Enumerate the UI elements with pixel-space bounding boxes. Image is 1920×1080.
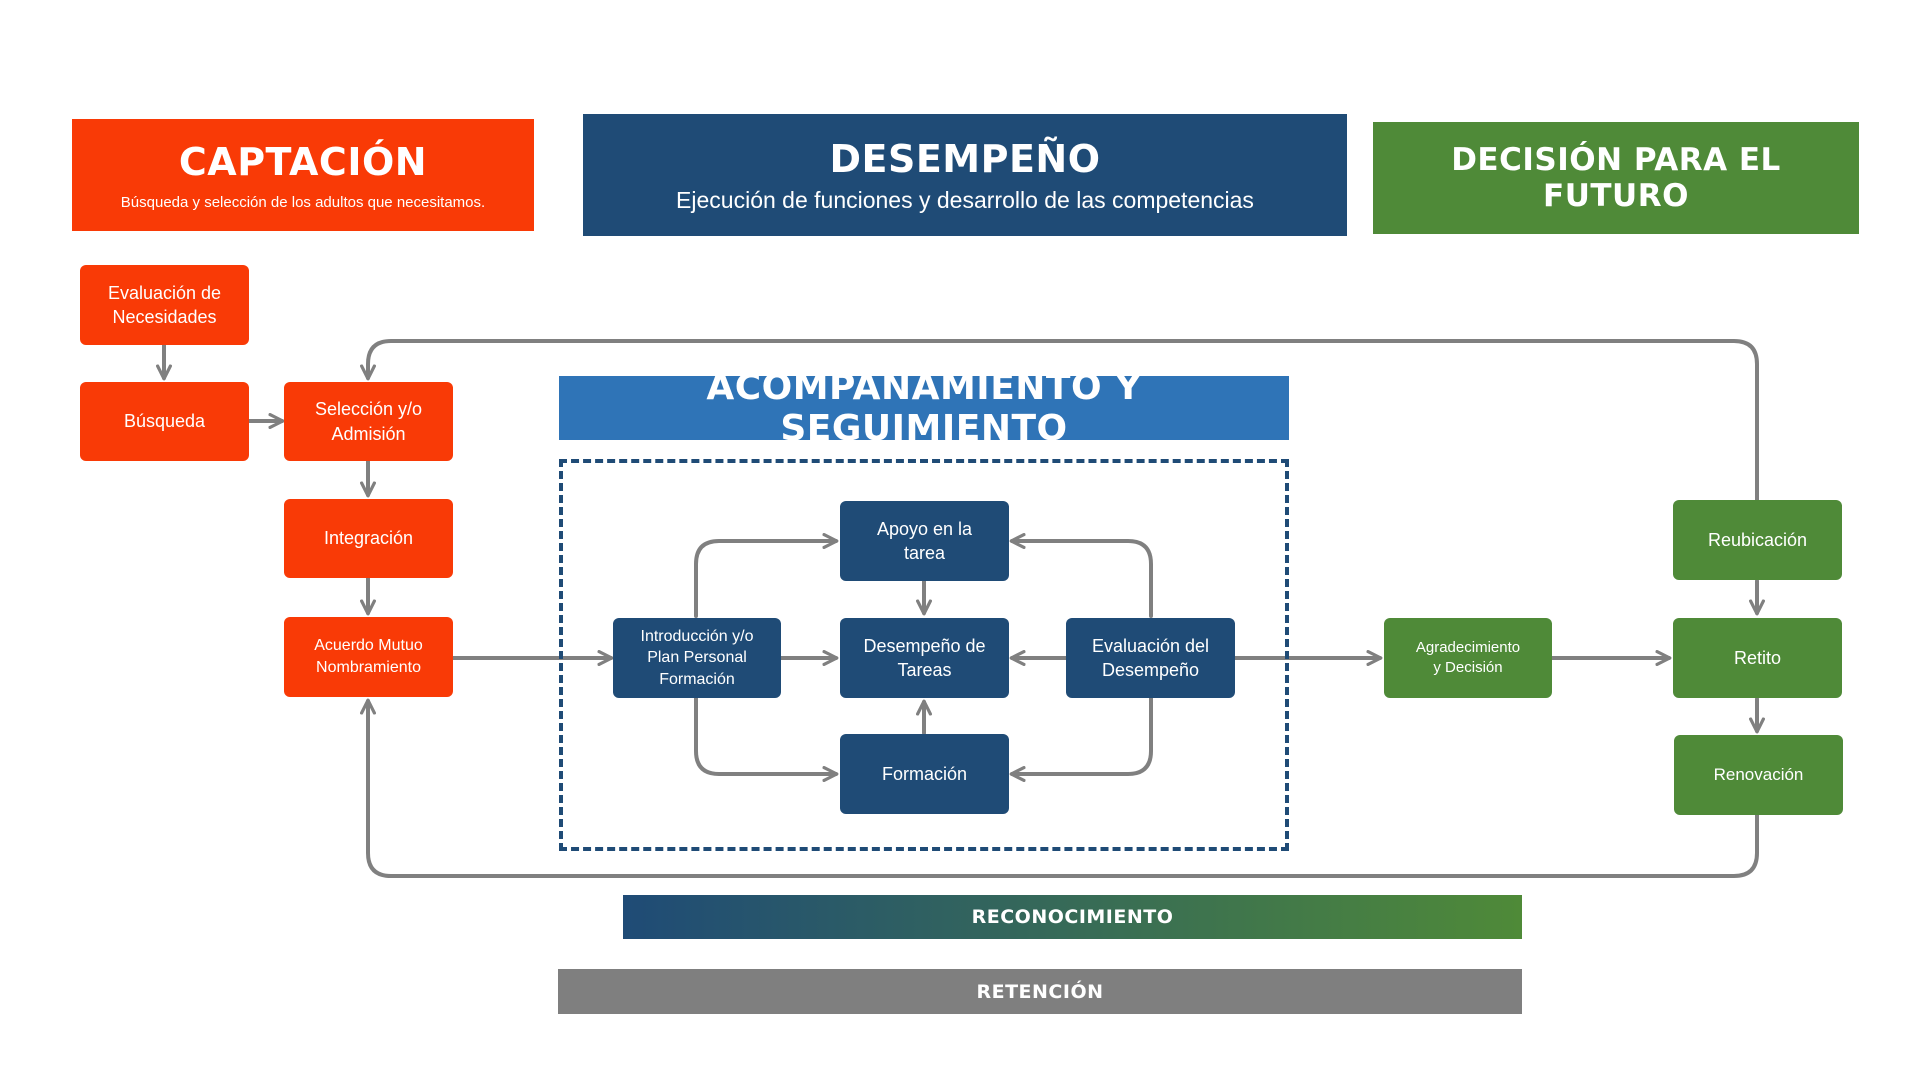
bar-reconocimiento-label: RECONOCIMIENTO [971, 906, 1174, 928]
node-evaluacion-necesidades: Evaluación de Necesidades [80, 265, 249, 345]
header-captacion-title: CAPTACIÓN [178, 139, 428, 184]
header-desempeno: DESEMPEÑO Ejecución de funciones y desar… [583, 114, 1347, 236]
loop-renovacion-acuerdo [360, 698, 1759, 878]
header-desempeno-title: DESEMPEÑO [829, 136, 1101, 181]
node-desempeno-tareas: Desempeño de Tareas [840, 618, 1009, 698]
header-decision-title: DECISIÓN PARA EL FUTURO [1451, 142, 1781, 214]
bar-retencion: RETENCIÓN [558, 969, 1522, 1014]
node-introduccion-plan: Introducción y/o Plan Personal Formación [613, 618, 781, 698]
bar-retencion-label: RETENCIÓN [976, 980, 1104, 1003]
bar-reconocimiento: RECONOCIMIENTO [623, 895, 1522, 939]
node-renovacion: Renovación [1674, 735, 1843, 815]
loop-reubicacion-seleccion [360, 339, 1759, 502]
header-desempeno-subtitle: Ejecución de funciones y desarrollo de l… [676, 186, 1254, 213]
node-integracion: Integración [284, 499, 453, 578]
node-formacion: Formación [840, 734, 1009, 814]
arrow-evaluacion-formacion [1009, 695, 1153, 782]
header-acompanamiento: ACOMPAÑAMIENTO Y SEGUIMIENTO [559, 367, 1289, 449]
header-captacion-subtitle: Búsqueda y selección de los adultos que … [120, 193, 486, 211]
node-acuerdo-mutuo: Acuerdo Mutuo Nombramiento [284, 617, 453, 697]
header-acompanamiento-title: ACOMPAÑAMIENTO Y SEGUIMIENTO [706, 367, 1142, 449]
acompanamiento-frame [559, 459, 1289, 851]
node-busqueda: Búsqueda [80, 382, 249, 461]
node-evaluacion-desempeno: Evaluación del Desempeño [1066, 618, 1235, 698]
arrow-introduccion-formacion [694, 695, 839, 782]
node-agradecimiento-decision: Agradecimiento y Decisión [1384, 618, 1552, 698]
node-retito: Retito [1673, 618, 1842, 698]
node-seleccion-admision: Selección y/o Admisión [284, 382, 453, 461]
arrow-evaluacion-apoyo [1009, 533, 1153, 618]
arrow-introduccion-apoyo [694, 533, 839, 618]
node-apoyo-tarea: Apoyo en la tarea [840, 501, 1009, 581]
header-captacion: CAPTACIÓN Búsqueda y selección de los ad… [72, 119, 534, 231]
header-decision: DECISIÓN PARA EL FUTURO [1373, 122, 1859, 234]
node-reubicacion: Reubicación [1673, 500, 1842, 580]
